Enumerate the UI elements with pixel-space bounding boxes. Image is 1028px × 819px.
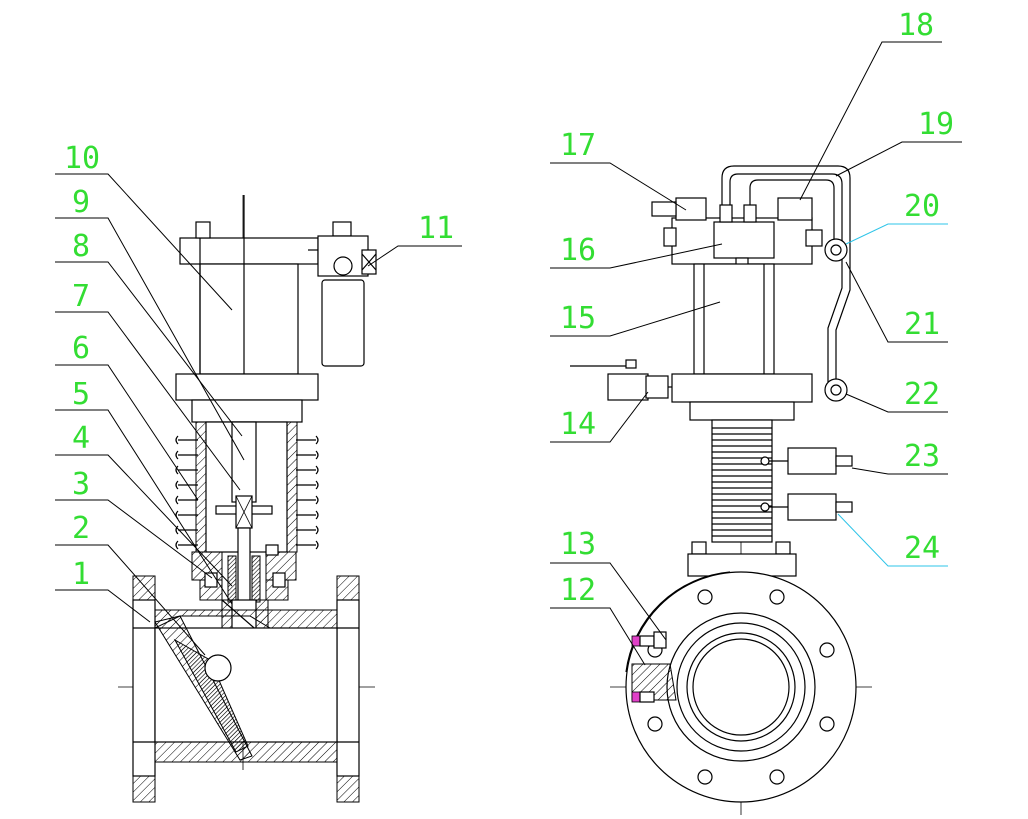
cylinder-top-cap bbox=[179, 237, 319, 265]
valve-body-section bbox=[132, 575, 360, 803]
callout-14: 14 bbox=[560, 407, 596, 442]
limit-switches bbox=[760, 447, 853, 521]
callout-5: 5 bbox=[72, 377, 90, 412]
callout-8: 8 bbox=[72, 229, 90, 264]
callout-1: 1 bbox=[72, 557, 90, 592]
tubing-loop bbox=[721, 165, 851, 382]
callout-labels: 1 2 3 4 5 6 7 8 9 10 11 12 13 14 15 16 1… bbox=[64, 8, 954, 608]
stem-coupling bbox=[231, 421, 257, 503]
cylinder-bottom-flange bbox=[175, 373, 319, 401]
right-side-view bbox=[570, 165, 872, 815]
callout-9: 9 bbox=[72, 185, 90, 220]
callout-21: 21 bbox=[904, 307, 940, 342]
callout-19: 19 bbox=[918, 107, 954, 142]
callout-22: 22 bbox=[904, 377, 940, 412]
callout-2: 2 bbox=[72, 511, 90, 546]
callout-15: 15 bbox=[560, 301, 596, 336]
callout-13: 13 bbox=[560, 527, 596, 562]
callout-7: 7 bbox=[72, 279, 90, 314]
actuator-cylinder bbox=[693, 263, 775, 375]
callout-4: 4 bbox=[72, 421, 90, 456]
callout-6: 6 bbox=[72, 331, 90, 366]
callout-3: 3 bbox=[72, 467, 90, 502]
manual-override bbox=[570, 359, 672, 401]
callout-23: 23 bbox=[904, 439, 940, 474]
ball-joint bbox=[204, 654, 232, 682]
callout-18: 18 bbox=[898, 8, 934, 43]
filter-regulator bbox=[308, 221, 377, 367]
left-section-view bbox=[118, 195, 377, 803]
callout-10: 10 bbox=[64, 141, 100, 176]
callout-16: 16 bbox=[560, 233, 596, 268]
callout-11: 11 bbox=[418, 211, 454, 246]
callout-24: 24 bbox=[904, 531, 940, 566]
end-flange bbox=[625, 571, 857, 803]
cylinder-body bbox=[199, 263, 299, 375]
leader-lines bbox=[55, 41, 962, 666]
callout-12: 12 bbox=[560, 573, 596, 608]
bellows-yoke bbox=[687, 419, 797, 577]
callout-20: 20 bbox=[904, 189, 940, 224]
callout-17: 17 bbox=[560, 128, 596, 163]
